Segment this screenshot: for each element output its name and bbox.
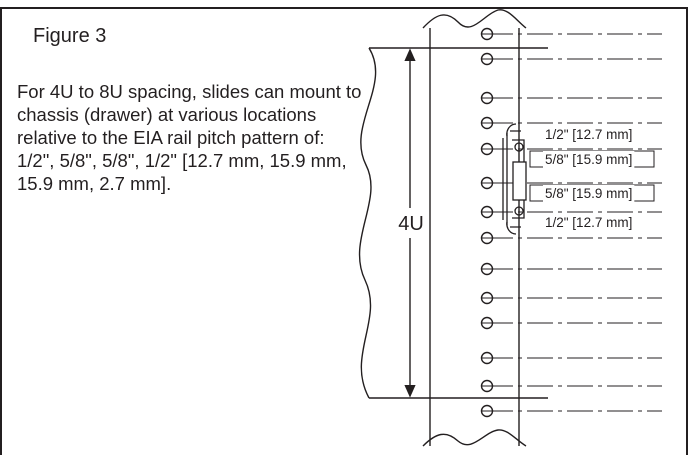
pitch-label-1: 1/2" [12.7 mm] bbox=[545, 127, 632, 142]
slide-bracket bbox=[502, 123, 527, 235]
pitch-label-backdrop bbox=[543, 151, 635, 168]
figure-caption: For 4U to 8U spacing, slides can mount t… bbox=[17, 81, 362, 194]
pitch-label-backdrop bbox=[543, 185, 635, 202]
pitch-label-4: 1/2" [12.7 mm] bbox=[545, 215, 632, 230]
rail-hole-group bbox=[480, 27, 662, 418]
eia-rail bbox=[422, 9, 527, 447]
height-label-backdrop bbox=[394, 208, 428, 238]
figure-title: Figure 3 bbox=[33, 25, 107, 47]
pitch-label-group: 1/2" [12.7 mm] 5/8" [15.9 mm] 5/8" [15.9… bbox=[529, 126, 655, 231]
figure-border bbox=[0, 7, 688, 455]
pitch-label-2: 5/8" [15.9 mm] bbox=[545, 152, 632, 167]
pitch-label-3: 5/8" [15.9 mm] bbox=[545, 186, 632, 201]
chassis-outline bbox=[358, 47, 548, 399]
pitch-label-backdrop bbox=[543, 214, 635, 231]
pitch-label-backdrop bbox=[543, 126, 635, 143]
rack-height-label: 4U bbox=[398, 213, 424, 235]
